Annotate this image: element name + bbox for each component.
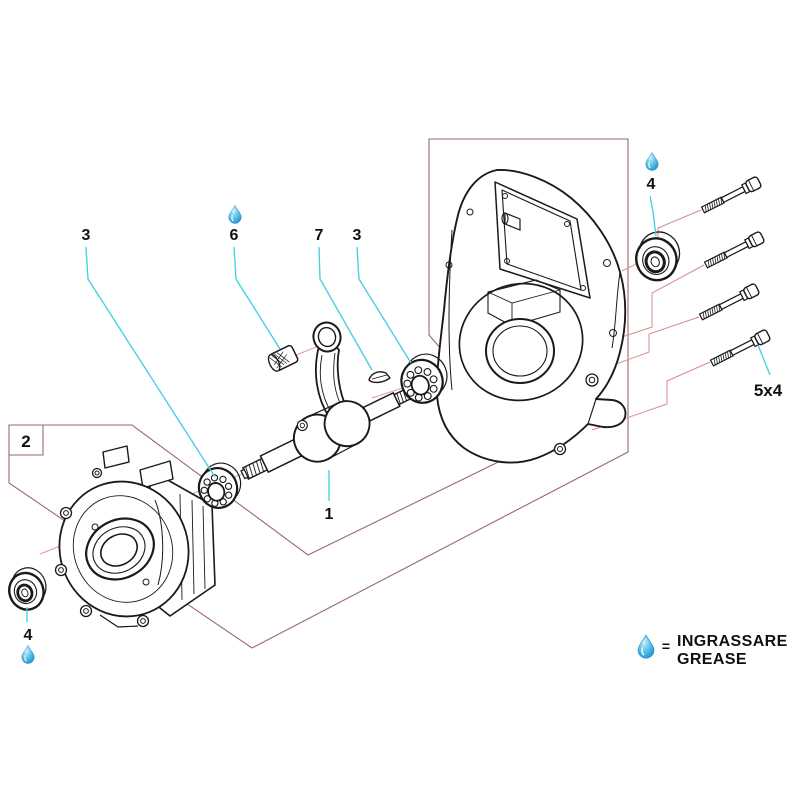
label-needle-cage: 6 — [230, 227, 239, 244]
crankcase-half-right — [435, 169, 627, 464]
screw-4 — [709, 329, 771, 367]
label-oil-seal-right: 4 — [647, 176, 656, 193]
screw-leader-2 — [600, 264, 705, 345]
grease-drop-icon-6 — [228, 204, 242, 225]
screw-3 — [698, 283, 760, 321]
screw-2 — [703, 231, 765, 269]
legend-equals: = — [662, 638, 670, 654]
crankshaft-shaft-group — [240, 387, 417, 480]
label-crankshaft: 1 — [325, 506, 334, 523]
label-oil-seal-left: 4 — [24, 627, 33, 644]
screw-leader-4 — [591, 361, 711, 431]
bearing-left — [197, 462, 242, 509]
crankshaft — [240, 321, 417, 480]
bearing-right — [400, 353, 448, 404]
needle-cage — [267, 344, 299, 372]
leader-3-left — [85, 246, 216, 478]
leader-6 — [233, 246, 281, 350]
label-woodruff-key: 7 — [315, 227, 324, 244]
leader-7 — [318, 246, 373, 371]
legend-text-english: GREASE — [677, 651, 747, 668]
oil-seal-left — [8, 567, 47, 611]
leader-4-right — [649, 195, 657, 237]
label-bearing-right: 3 — [353, 227, 362, 244]
grease-drop-icon-4-left — [21, 644, 35, 665]
label-crankcase-group: 2 — [21, 432, 30, 451]
label-screws-qty: 5x4 — [754, 381, 783, 400]
legend-text-italian: INGRASSARE — [677, 633, 788, 650]
woodruff-key — [368, 371, 391, 384]
leader-3-right — [356, 246, 412, 364]
group-2-label-box — [8, 424, 44, 456]
oil-seal-right — [635, 231, 681, 282]
grease-drop-icon-4-right — [645, 151, 659, 172]
leader-5x4 — [757, 344, 771, 376]
grease-legend: = INGRASSARE GREASE — [637, 633, 788, 668]
screw-leader-3 — [596, 316, 700, 372]
label-leader-lines — [26, 195, 771, 622]
grease-drop-icon-legend — [637, 634, 655, 660]
screw-1 — [700, 176, 762, 214]
axis-needle-cage — [293, 346, 317, 357]
crankcase-half-left — [54, 445, 216, 628]
label-bearing-left: 3 — [82, 227, 91, 244]
